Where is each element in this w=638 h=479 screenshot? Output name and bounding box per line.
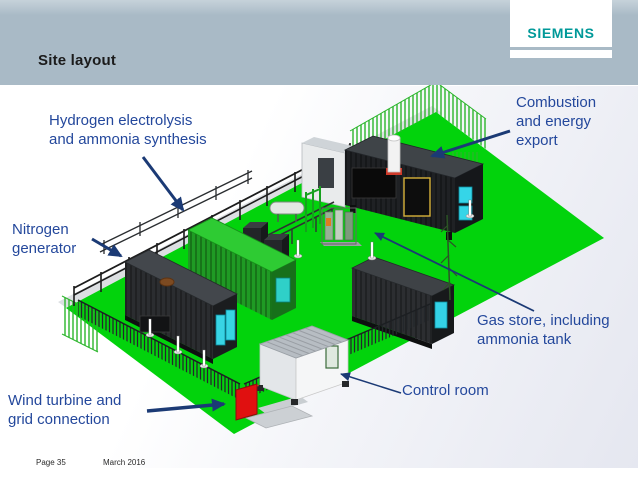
footer-date: March 2016 xyxy=(103,458,146,467)
arrow-gas-store xyxy=(374,232,535,312)
nitrogen-generator-container xyxy=(124,249,238,364)
label-control-room: Control room xyxy=(402,382,489,399)
horizontal-tank xyxy=(269,201,305,222)
label-hydrogen-electrolysis: Hydrogen electrolysis and ammonia synthe… xyxy=(49,112,207,148)
tree-icon xyxy=(440,214,458,301)
control-room-cabin xyxy=(257,325,350,405)
footer-page-number: Page 35 xyxy=(36,458,66,467)
label-gas-store: Gas store, including ammonia tank xyxy=(477,312,610,348)
gas-store-tanks xyxy=(320,207,362,246)
label-wind-turbine: Wind turbine and grid connection xyxy=(8,392,122,428)
combustion-energy-export-unit xyxy=(343,135,485,240)
perimeter-mesh-fence-front xyxy=(77,299,241,400)
exhaust-stack-icon xyxy=(386,134,402,175)
page-title: Site layout xyxy=(38,52,117,69)
callout-arrows xyxy=(91,129,535,413)
green-piping xyxy=(305,186,321,232)
siemens-logo-underline xyxy=(510,50,612,58)
hydrogen-ammonia-container xyxy=(187,217,297,320)
arrow-hydrogen xyxy=(141,156,185,212)
arrow-nitrogen xyxy=(91,237,123,258)
arrow-control-room xyxy=(340,372,402,394)
arrow-wind xyxy=(146,398,226,413)
siemens-logo-text: SIEMENS xyxy=(527,25,595,41)
light-poles xyxy=(145,199,475,369)
label-combustion-energy-export: Combustion and energy export xyxy=(516,94,597,149)
siemens-logo: SIEMENS xyxy=(510,0,612,47)
label-nitrogen-generator: Nitrogen generator xyxy=(12,221,77,257)
grid-connection-panel xyxy=(235,383,314,429)
arrow-combustion xyxy=(430,129,511,159)
